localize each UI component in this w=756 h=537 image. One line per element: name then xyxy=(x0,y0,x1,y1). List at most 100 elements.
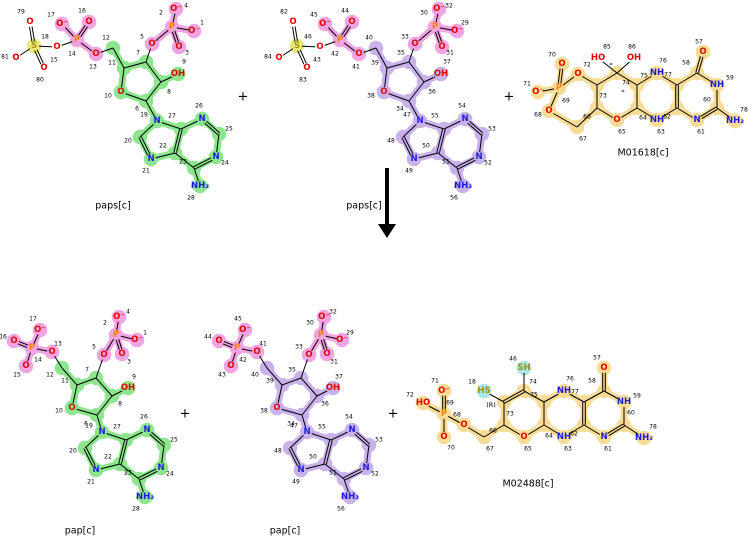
molecule-pap-1: O⁻17P14O16O15O131211O10687OH9O5P2O⁻4O⁻1O… xyxy=(0,309,178,513)
atom-map-number: 31 xyxy=(446,50,454,57)
atom-map-number: 56 xyxy=(337,506,345,513)
atom-map-number: 13 xyxy=(54,341,62,348)
bond xyxy=(301,395,318,416)
atom-symbol-O: O xyxy=(440,432,447,442)
atom-map-number: 80 xyxy=(36,77,44,84)
atom-label-mask xyxy=(21,361,31,371)
atom-map-number: 17 xyxy=(29,316,37,323)
atom-map-number: 71 xyxy=(523,81,531,88)
atom-map-number: 27 xyxy=(168,113,176,120)
atom-map-number: 77 xyxy=(664,72,672,79)
atom-map-number: 53 xyxy=(375,437,383,444)
atom-map-number: 82 xyxy=(280,9,288,16)
atom-symbol-NH₂: NH₂ xyxy=(136,492,154,502)
atom-symbol-O: O⁻ xyxy=(188,26,200,36)
atom-map-number: 13 xyxy=(89,64,97,71)
atom-map-number: 49 xyxy=(405,168,413,175)
atom-label-mask xyxy=(274,53,284,63)
atom-label-mask xyxy=(9,336,19,346)
atom-map-number: 58 xyxy=(588,378,596,385)
atom-symbol-P: P xyxy=(169,22,175,32)
atom-symbol-O: O⁻ xyxy=(319,19,331,29)
atom-symbol-O: O xyxy=(699,47,706,57)
atom-symbol-N: N xyxy=(416,116,423,126)
atom-symbol-O: O xyxy=(26,17,33,27)
atom-map-number: 28 xyxy=(187,195,195,202)
atom-symbol-N: N xyxy=(198,114,205,124)
atom-label-mask xyxy=(214,336,224,346)
atom-map-number: 48 xyxy=(387,138,395,145)
atom-symbol-P: P xyxy=(234,343,240,353)
atom-map-number: 50 xyxy=(422,143,430,150)
atom-label-mask xyxy=(232,343,242,353)
atom-symbol-NH: NH xyxy=(617,397,631,407)
atom-symbol-O: O xyxy=(438,42,445,52)
atom-symbol-O: O xyxy=(316,42,323,52)
atom-map-number: 78 xyxy=(649,424,657,431)
atom-label-mask xyxy=(433,69,449,79)
bond xyxy=(523,390,545,403)
atom-map-number: 26 xyxy=(195,103,203,110)
atom-symbol-P: P xyxy=(337,35,343,45)
atom-symbol-N: N xyxy=(348,425,355,435)
atom-symbol-N: N xyxy=(362,463,369,473)
atom-symbol-NH: NH xyxy=(650,68,664,78)
atom-map-number: 73 xyxy=(506,411,514,418)
atom-label-mask xyxy=(292,41,302,51)
atom-map-number: 34 xyxy=(287,421,295,428)
bond xyxy=(173,128,181,153)
atom-label-mask xyxy=(288,17,298,27)
atom-map-number: 29 xyxy=(461,20,469,27)
atom-symbol-O: O xyxy=(460,420,467,430)
atom-map-number: 73 xyxy=(599,93,607,100)
atom-map-number: 42 xyxy=(331,51,339,58)
atom-map-number: 6 xyxy=(135,106,139,113)
atom-map-number: 15 xyxy=(13,372,21,379)
atom-map-number: 35 xyxy=(397,50,405,57)
atom-symbol-O: O⁻ xyxy=(433,4,445,14)
atom-symbol-OH: OH xyxy=(434,69,448,79)
bond xyxy=(576,107,598,128)
atom-map-number: 4 xyxy=(184,3,188,10)
atom-label-mask xyxy=(322,349,332,359)
atom-symbol-O: O xyxy=(48,347,55,357)
atom-map-number: 43 xyxy=(218,372,226,379)
atom-map-number: 22 xyxy=(159,143,167,150)
atom-map-number: 9 xyxy=(182,59,186,66)
atom-map-number: 4 xyxy=(126,309,130,316)
atom-map-number: 24 xyxy=(166,471,174,478)
atom-map-number: 16 xyxy=(78,8,86,15)
atom-symbol-O: O xyxy=(275,53,282,63)
atom-symbol-O: O xyxy=(118,349,125,359)
atom-symbol-N: N xyxy=(92,465,99,475)
atom-label-mask xyxy=(533,87,543,97)
atom-symbol-N: N xyxy=(303,427,310,437)
bond xyxy=(437,152,458,169)
atom-label-mask xyxy=(410,39,420,49)
atom-symbol-P: P xyxy=(441,409,447,419)
atom-label-mask xyxy=(544,106,554,116)
atom-map-number: 23 xyxy=(124,470,132,477)
atom-label-mask xyxy=(91,465,101,475)
bond xyxy=(300,377,318,397)
atom-symbol-P: P xyxy=(556,83,562,93)
atom-map-number: 36 xyxy=(321,401,329,408)
bond xyxy=(386,61,410,69)
atom-map-number: 41 xyxy=(259,341,267,348)
atom-label-mask xyxy=(320,19,330,29)
atom-label-mask xyxy=(709,80,725,90)
atom-symbol-NH₂: NH₂ xyxy=(191,181,209,191)
atom-map-number: 29 xyxy=(346,330,354,337)
atom-label-mask xyxy=(316,330,326,340)
atom-label-mask xyxy=(347,17,357,27)
atom-map-number: 33 xyxy=(401,34,409,41)
atom-map-number: 72 xyxy=(583,62,591,69)
atom-label-mask xyxy=(67,403,77,413)
atom-label-mask xyxy=(226,361,236,371)
atom-label-mask xyxy=(726,116,744,126)
atom-map-number: 2 xyxy=(159,10,163,17)
atom-label-mask xyxy=(616,397,632,407)
atom-map-number: 52 xyxy=(484,160,492,167)
